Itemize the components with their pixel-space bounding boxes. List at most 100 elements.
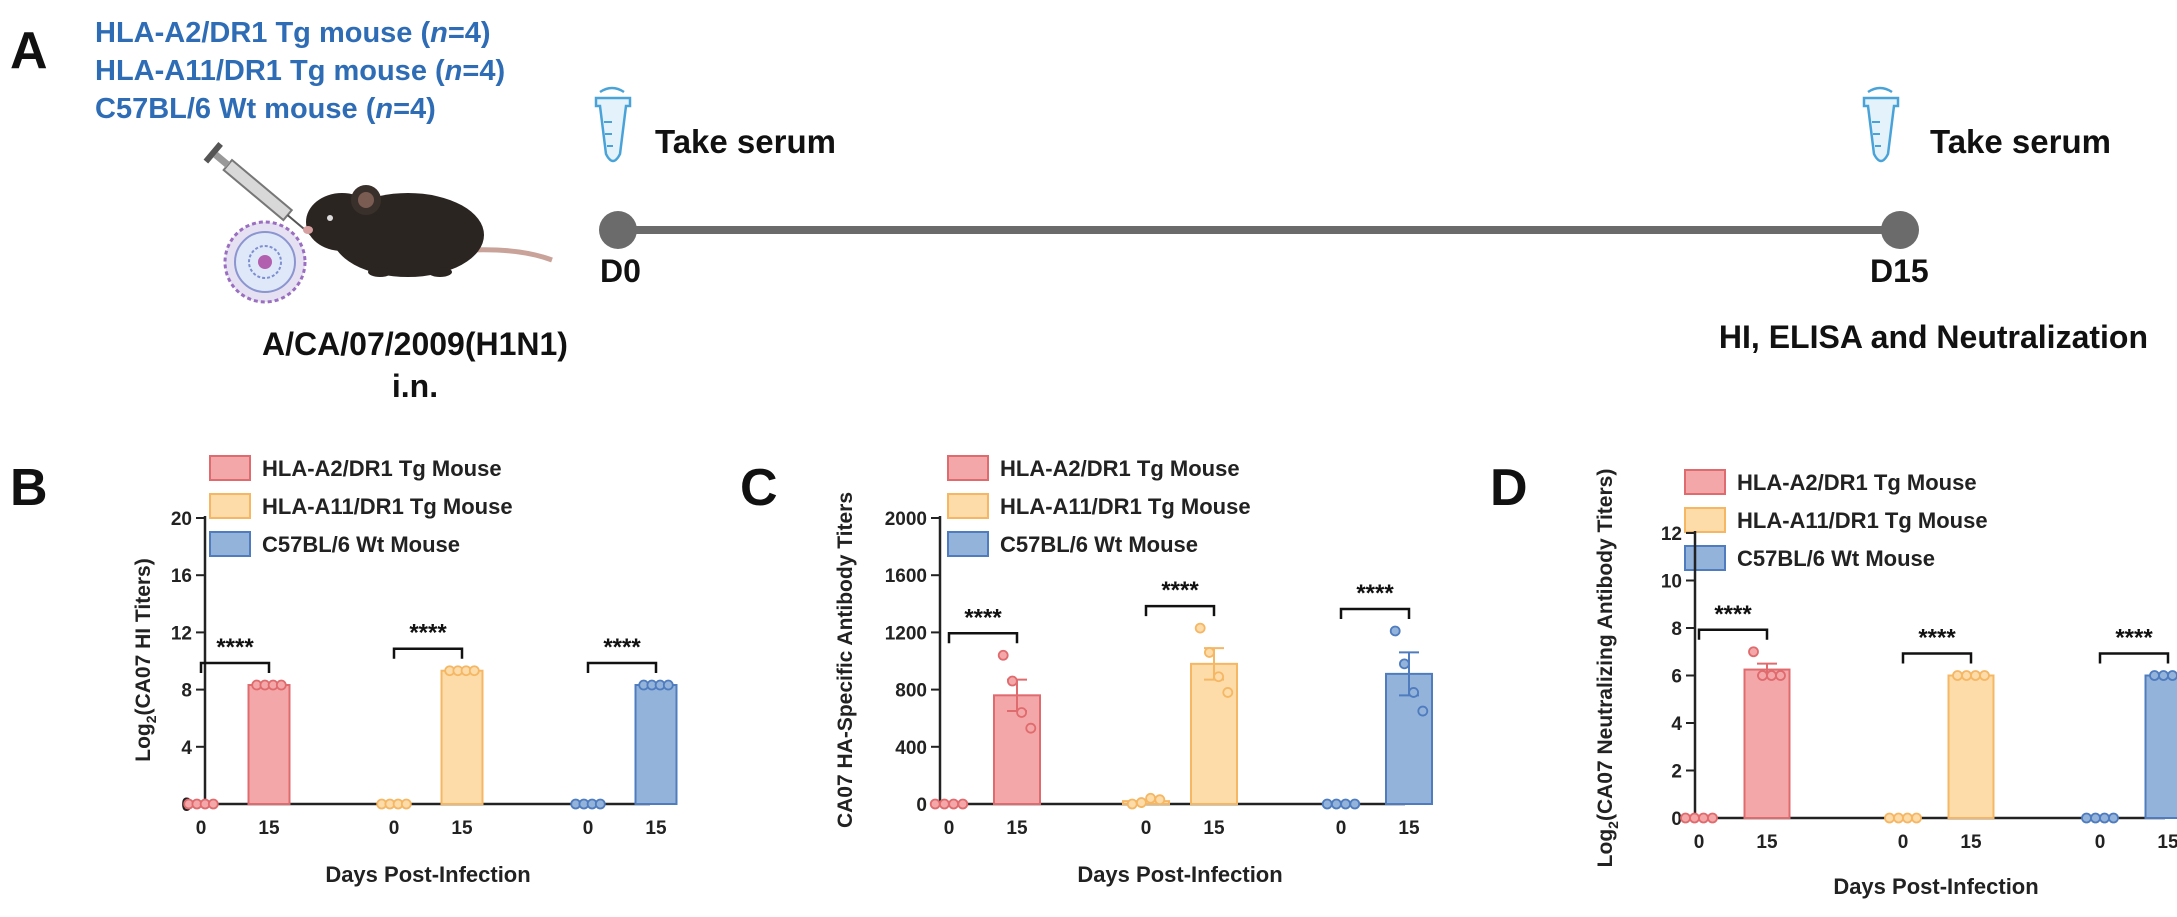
data-point [1952,670,1963,681]
timeline-start-dot [599,211,637,249]
data-point [468,665,480,677]
legend-label-c57: C57BL/6 Wt Mouse [1000,532,1198,557]
x-tick-label: 0 [2095,832,2106,853]
data-point [997,649,1009,661]
bar-a11-day15 [1190,662,1238,805]
chart-d-ylabel: Log2(CA07 Neutralizing Antibody Titers) [1594,469,1621,868]
x-tick-label: 0 [389,818,400,839]
data-point [1698,812,1709,824]
x-tick-label: 15 [1960,832,1982,853]
data-point [2081,812,2092,824]
data-point [400,798,412,810]
data-point [1417,705,1429,717]
sample-tube-icon [594,86,632,163]
data-point [1748,646,1759,658]
x-tick-label: 15 [2157,832,2177,853]
significance-stars: **** [1161,577,1199,604]
timeline-day-end: D15 [1870,253,1929,289]
data-point [1136,797,1147,808]
data-point [1961,670,1972,681]
virus-strain-label: A/CA/07/2009(H1N1) [262,326,568,362]
data-point [1911,812,1922,824]
x-tick-label: 0 [583,818,594,839]
assays-label: HI, ELISA and Neutralization [1719,319,2148,355]
y-tick-label: 4 [1671,714,1682,735]
data-point [2149,670,2160,681]
x-tick-label: 0 [1336,818,1347,839]
bar-a2-day15 [1743,668,1791,819]
legend-swatch-c57 [209,531,251,557]
data-point [929,798,941,810]
data-point [1970,670,1981,681]
data-point [1349,798,1361,810]
data-point [1707,812,1718,824]
significance-stars: **** [1918,625,1956,652]
bar-c57-day15 [634,684,678,805]
x-tick-label: 15 [258,818,280,839]
data-point [1757,670,1768,681]
legend-swatch-a2 [947,455,989,481]
route-label: i.n. [392,368,438,404]
take-serum-label-start: Take serum [655,123,836,160]
chart-c-ylabel: CA07 HA-Specific Antibody Titers [834,492,857,828]
bar-a2-day15 [247,684,291,805]
significance-bracket [947,632,1019,644]
x-tick-label: 15 [451,818,473,839]
y-tick-label: 12 [1661,524,1682,545]
significance-bracket [2098,652,2170,664]
data-point [1775,670,1786,681]
data-point [662,679,674,691]
legend-swatch-c57 [947,531,989,557]
bar-a11-day15 [440,669,484,805]
chart-b-ylabel: Log2(CA07 HI Titers) [132,558,159,761]
significance-stars: **** [409,620,447,647]
y-tick-label: 1200 [885,623,927,644]
chart-d-legend: HLA-A2/DR1 Tg Mouse HLA-A11/DR1 Tg Mouse… [1684,469,1988,571]
significance-bracket [1144,604,1216,617]
panel-a-letter: A [10,22,48,80]
significance-bracket [586,661,658,674]
y-tick-label: 2 [1671,762,1682,783]
data-point [1025,722,1037,734]
y-tick-label: 4 [181,738,192,759]
chart-c-xlabel: Days Post-Infection [1077,862,1282,887]
data-point [1979,670,1990,681]
virus-icon [223,220,307,304]
timeline-day-start: D0 [600,253,641,289]
data-point [1766,670,1777,681]
x-tick-label: 0 [1141,818,1152,839]
data-point [1194,622,1206,634]
y-tick-label: 12 [171,623,192,644]
cohort-label-a11: HLA-A11/DR1 Tg mouse (n=4) [95,55,505,87]
data-point [1204,647,1215,658]
legend-swatch-a11 [1684,507,1726,533]
significance-stars: **** [964,604,1002,631]
panel-b: B HLA-A2/DR1 Tg Mouse HLA-A11/DR1 Tg Mou… [10,455,678,887]
significance-stars: **** [216,634,254,661]
chart-d-xlabel: Days Post-Infection [1833,874,2038,899]
significance-bracket [199,661,271,674]
data-point [957,798,969,810]
legend-label-a2: HLA-A2/DR1 Tg Mouse [1000,456,1240,481]
data-point [1902,812,1913,824]
x-tick-label: 15 [645,818,667,839]
data-point [2090,812,2101,824]
panel-a: A HLA-A2/DR1 Tg mouse (n=4) HLA-A11/DR1 … [10,17,2148,404]
data-point [1016,707,1027,718]
panel-c: C HLA-A2/DR1 Tg Mouse HLA-A11/DR1 Tg Mou… [740,455,1433,887]
y-tick-label: 8 [1671,619,1682,640]
chart-c-legend: HLA-A2/DR1 Tg Mouse HLA-A11/DR1 Tg Mouse… [947,455,1251,557]
x-tick-label: 15 [1006,818,1028,839]
data-point [207,798,219,810]
x-tick-label: 0 [1898,832,1909,853]
data-point [1154,794,1166,806]
data-point [1126,798,1138,810]
significance-stars: **** [603,634,641,661]
data-point [2108,812,2119,824]
significance-bracket [1339,607,1411,619]
chart-b-xlabel: Days Post-Infection [325,862,530,887]
significance-stars: **** [1714,601,1752,628]
data-point [1884,812,1895,824]
